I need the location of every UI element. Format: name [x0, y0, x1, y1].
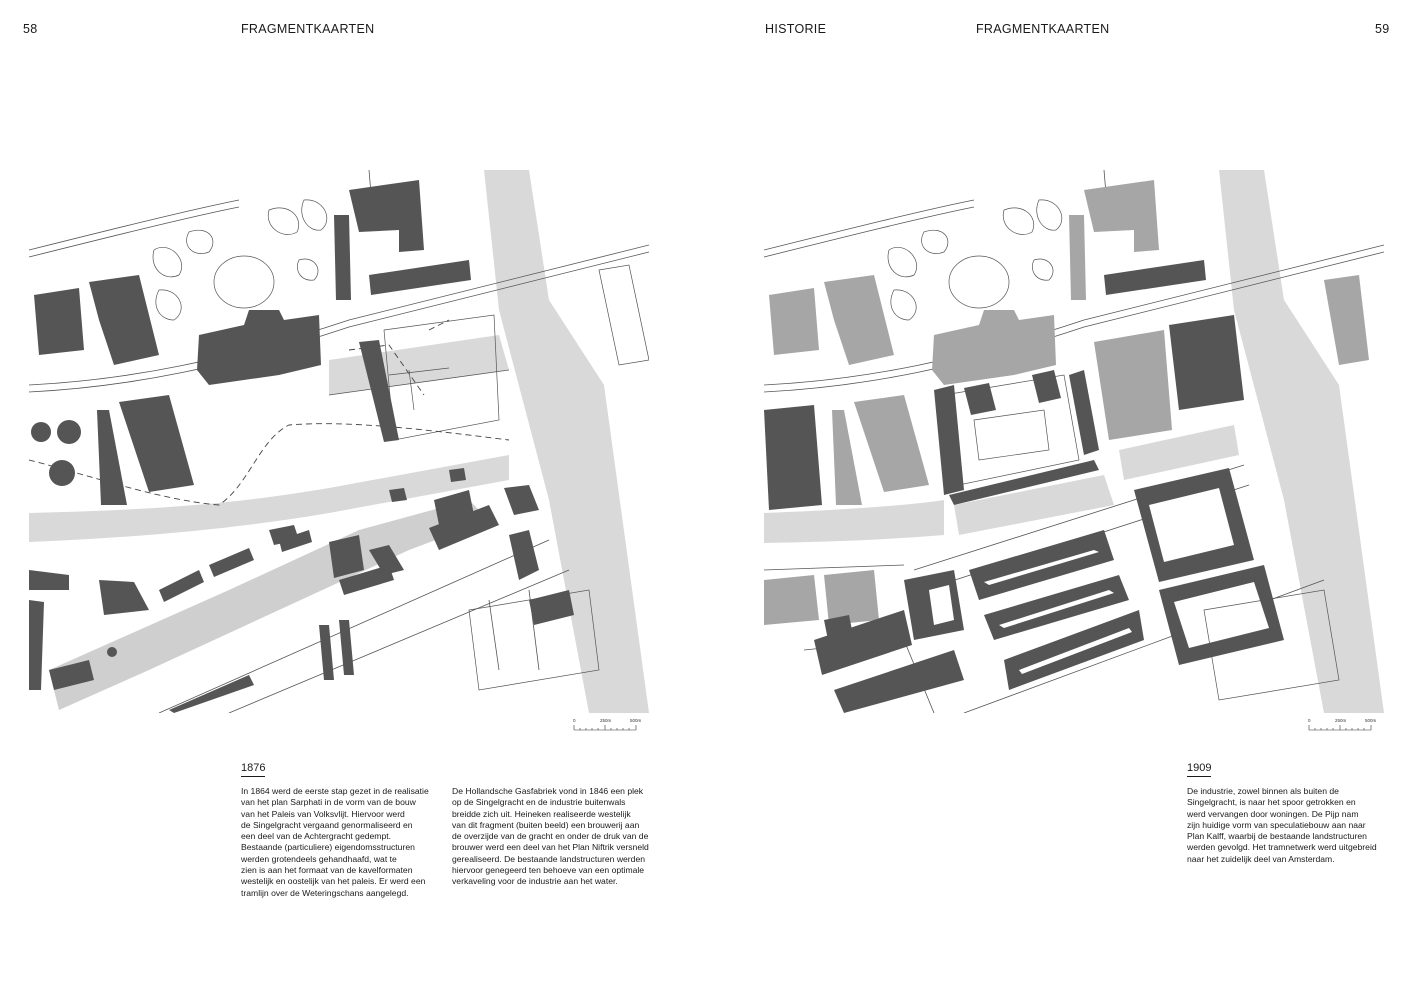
canal-upper [1119, 425, 1239, 480]
text-line: Bestaande (particuliere) eigendomsstruct… [241, 842, 415, 853]
text-line: van het Paleis van Volksvlijt. Hiervoor … [241, 808, 405, 819]
singelgracht-water [29, 455, 509, 542]
year-label-1909: 1909 [1187, 762, 1212, 777]
paleis-van-volksvlijt [197, 310, 321, 385]
text-line: gerealiseerd. De bestaande landstructure… [452, 853, 646, 864]
text-line: een deel van de Achtergracht gedempt. [241, 831, 392, 842]
text-column-1876-b: De Hollandsche Gasfabriek vond in 1846 e… [452, 786, 657, 888]
text-line: Plan Kalff, waarbij de bestaande landstr… [1187, 831, 1367, 842]
text-line: werden gevolgd. Het tramnetwerk werd uit… [1187, 842, 1377, 853]
map-1909 [764, 170, 1384, 713]
singelgracht-water-east [954, 475, 1114, 535]
text-line: werden grotendeels gehandhaafd, wat te [241, 853, 397, 864]
text-line: van dit fragment (buiten beeld) een brou… [452, 819, 640, 830]
map-1876 [29, 170, 649, 713]
text-line: De industrie, zowel binnen als buiten de [1187, 786, 1339, 796]
chapter-title-right: HISTORIE [765, 22, 827, 36]
text-line: In 1864 werd de eerste stap gezet in de … [241, 786, 429, 796]
text-line: brouwer werd een deel van het Plan Niftr… [452, 842, 649, 853]
canal-upper [329, 335, 509, 395]
text-line: hiervoor genegeerd ten behoeve van een o… [452, 865, 645, 876]
text-column-1876-a: In 1864 werd de eerste stap gezet in de … [241, 786, 441, 899]
text-line: de overzijde van de gracht en onder de d… [452, 831, 649, 842]
text-line: verkaveling voor de industrie aan het wa… [452, 876, 618, 887]
page-number-left: 58 [23, 22, 38, 36]
text-line: van het plan Sarphati in de vorm van de … [241, 797, 416, 808]
text-line: naar het zuidelijk deel van Amsterdam. [1187, 853, 1335, 864]
text-line: op de Singelgracht en de industrie buite… [452, 797, 626, 808]
scale-bar-left: 0 250m 500m [573, 716, 653, 736]
text-line: zien is aan het formaat van de kavelform… [241, 865, 413, 876]
text-column-1909: De industrie, zowel binnen als buiten de… [1187, 786, 1392, 865]
year-label-1876: 1876 [241, 762, 266, 777]
section-title-right: FRAGMENTKAARTEN [976, 22, 1110, 36]
amstel-water [1219, 170, 1384, 713]
paleis-van-volksvlijt [932, 310, 1056, 385]
scale-tick-250: 250m [600, 718, 612, 723]
scale-tick-250: 250m [1335, 718, 1347, 723]
scale-tick-500: 500m [630, 718, 642, 723]
amstel-water [484, 170, 649, 713]
text-line: Singelgracht, is naar het spoor getrokke… [1187, 797, 1356, 808]
text-line: de Singelgracht vergaand genormaliseerd … [241, 819, 413, 830]
text-line: westelijk en oostelijk van het paleis. E… [241, 876, 426, 887]
text-line: De Hollandsche Gasfabriek vond in 1846 e… [452, 786, 644, 796]
text-line: breidde zich uit. Heineken realiseerde w… [452, 808, 631, 819]
scale-tick-0: 0 [573, 718, 576, 723]
text-line: tramlijn over de Weteringschans aangeleg… [241, 887, 409, 898]
text-line: zijn huidige vorm van speculatiebouw aan… [1187, 819, 1366, 830]
scale-tick-0: 0 [1308, 718, 1311, 723]
page-number-right: 59 [1375, 22, 1390, 36]
scale-tick-500: 500m [1365, 718, 1377, 723]
scale-bar-right: 0 250m 500m [1308, 716, 1388, 736]
text-line: werd vervangen door woningen. De Pijp na… [1187, 808, 1359, 819]
singelgracht-water [764, 500, 944, 543]
section-title-left: FRAGMENTKAARTEN [241, 22, 375, 36]
